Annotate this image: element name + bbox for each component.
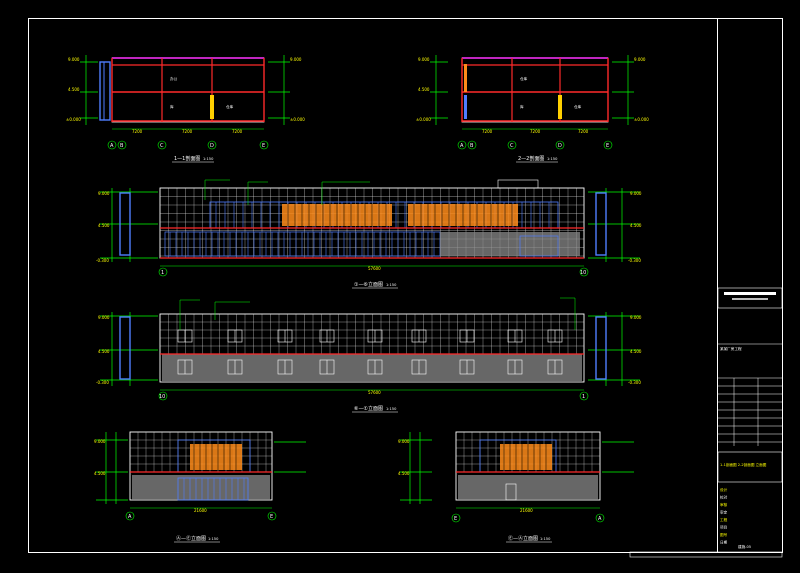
sheet-border: [28, 18, 783, 553]
level-label: -0.300: [96, 258, 109, 263]
section-1-drawing: 9.000 4.500 ±0.000 9.000 ±0.000 办公 库 仓库 …: [66, 55, 305, 163]
level-label: 9.000: [98, 191, 110, 196]
front-elevation-drawing: 9.000 4.500 -0.300 9.000 4.500 -0.300: [96, 179, 642, 289]
axis-label: B: [120, 143, 124, 149]
level-label: 4.500: [418, 87, 430, 92]
dimension-label: 57600: [368, 266, 381, 271]
level-label: 9.000: [290, 57, 302, 62]
level-label: 4.500: [98, 223, 110, 228]
level-label: 9.000: [94, 439, 106, 444]
level-label: 9.000: [630, 191, 642, 196]
level-label: ±0.000: [634, 117, 649, 122]
level-label: 9.000: [630, 315, 642, 320]
level-label: -0.300: [96, 380, 109, 385]
level-label: 4.500: [630, 349, 642, 354]
elevation-scale: 1:150: [208, 537, 219, 541]
elevation-title: Ⓔ—Ⓐ立面图: [508, 535, 538, 542]
section-title: 1—1剖面图: [174, 155, 200, 162]
level-label: 4.500: [94, 471, 106, 476]
axis-label: E: [454, 516, 457, 522]
dimension-label: 7200: [578, 129, 589, 134]
room-label: 办公: [170, 76, 178, 81]
axis-label: A: [128, 514, 132, 520]
dimension-label: 21600: [520, 508, 533, 513]
axis-label: 10: [159, 394, 165, 400]
title-block: 某某厂房工程 1-1剖面图 2-2剖面图 立面图 设计校对审核审定工程项目图号日…: [717, 287, 783, 549]
elevation-title: ⑥—①立面图: [354, 405, 383, 412]
elevation-scale: 1:150: [386, 283, 397, 287]
project-name: 某某厂房工程: [720, 346, 742, 351]
title-block-row-label: 工程: [720, 517, 728, 522]
title-block-row-label: 图号: [720, 532, 728, 537]
axis-label: 10: [580, 270, 586, 276]
level-label: 9.000: [98, 315, 110, 320]
room-label: 库: [170, 104, 174, 109]
title-block-row-label: 审定: [720, 510, 728, 515]
level-label: 4.500: [68, 87, 80, 92]
room-label: 仓库: [226, 104, 234, 109]
section-scale: 1:150: [547, 157, 558, 161]
title-block-row-label: 项目: [720, 525, 727, 530]
title-block-row-label: 设计: [720, 487, 728, 492]
title-block-row-label: 日期: [720, 540, 728, 545]
axis-label: E: [606, 143, 609, 149]
level-label: -0.300: [628, 258, 641, 263]
axis-label: A: [598, 516, 602, 522]
level-label: ±0.000: [416, 117, 431, 122]
level-label: 4.500: [398, 471, 410, 476]
elevation-title: ①—⑥立面图: [354, 281, 383, 288]
sheet-number: 建施-05: [738, 544, 751, 549]
title-block-row-label: 审核: [720, 502, 728, 507]
dimension-label: 7200: [182, 129, 193, 134]
elevation-scale: 1:150: [386, 407, 397, 411]
axis-label: D: [210, 143, 214, 149]
section-title: 2—2剖面图: [518, 155, 544, 162]
axis-label: 1: [161, 270, 164, 276]
title-block-row-label: 校对: [720, 495, 728, 500]
dimension-label: 21600: [194, 508, 207, 513]
rear-elevation-drawing: 9.000 4.500 -0.300 9.000 4.500 -0.300 57…: [96, 297, 642, 413]
axis-label: A: [110, 143, 114, 149]
elevation-scale: 1:150: [540, 537, 551, 541]
dimension-label: 7200: [482, 129, 493, 134]
level-label: ±0.000: [290, 117, 305, 122]
section-scale: 1:150: [203, 157, 214, 161]
axis-label: C: [160, 143, 164, 149]
bottom-strip: [629, 551, 783, 558]
elevation-title: Ⓐ—Ⓔ立面图: [176, 535, 206, 542]
side-elevation-1-drawing: 9.000 4.500 21600 A E Ⓐ—Ⓔ立面图 1:150: [94, 431, 306, 543]
dimension-label: 7200: [232, 129, 243, 134]
dimension-label: 7200: [132, 129, 143, 134]
level-label: 9.000: [68, 57, 80, 62]
dimension-label: 57600: [368, 390, 381, 395]
axis-label: B: [470, 143, 474, 149]
level-label: 9.000: [418, 57, 430, 62]
level-label: 4.500: [98, 349, 110, 354]
axis-label: C: [510, 143, 514, 149]
room-label: 库: [520, 104, 524, 109]
room-label: 仓库: [520, 76, 528, 81]
room-label: 仓库: [574, 104, 582, 109]
axis-label: E: [270, 514, 273, 520]
level-label: 4.500: [630, 223, 642, 228]
level-label: -0.300: [628, 380, 641, 385]
level-label: ±0.000: [66, 117, 81, 122]
axis-label: D: [558, 143, 562, 149]
dimension-label: 7200: [530, 129, 541, 134]
section-2-drawing: 9.000 4.500 ±0.000 9.000 ±0.000 仓库 库 仓库 …: [416, 55, 649, 163]
level-label: 9.000: [634, 57, 646, 62]
side-elevation-2-drawing: 9.000 4.500 21600 E A Ⓔ—Ⓐ立面图 1:150: [398, 431, 634, 543]
sheet-title: 1-1剖面图 2-2剖面图 立面图: [720, 462, 767, 467]
axis-label: E: [262, 143, 265, 149]
level-label: 9.000: [398, 439, 410, 444]
axis-label: A: [460, 143, 464, 149]
axis-label: 1: [582, 394, 585, 400]
